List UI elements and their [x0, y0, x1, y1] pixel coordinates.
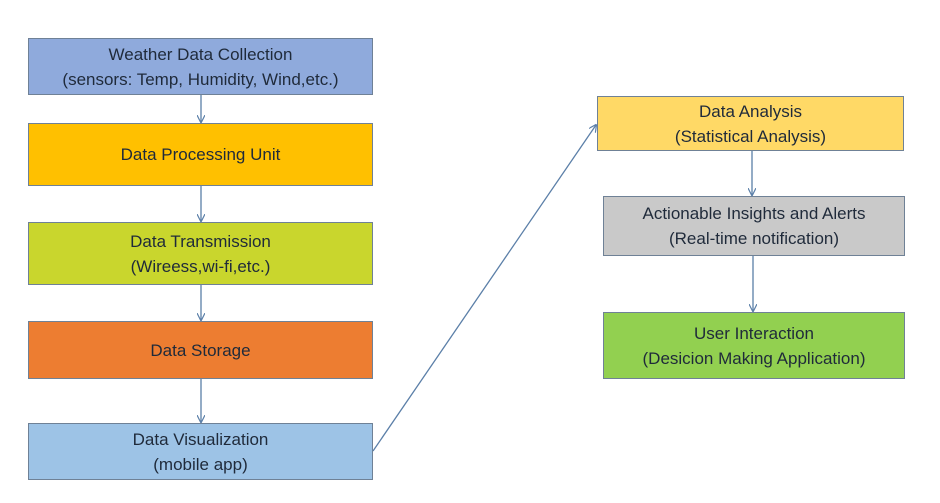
node-title: Weather Data Collection — [108, 44, 293, 64]
node-subtitle: (sensors: Temp, Humidity, Wind,etc.) — [62, 69, 339, 89]
node-subtitle: (mobile app) — [153, 454, 248, 474]
node-title: Data Storage — [150, 340, 251, 360]
user-interaction-box: User Interaction (Desicion Making Applic… — [603, 312, 905, 379]
data-transmission-box: Data Transmission (Wireess,wi-fi,etc.) — [28, 222, 373, 285]
node-title: User Interaction — [694, 323, 814, 343]
node-title: Data Processing Unit — [120, 145, 281, 164]
node-subtitle: (Real-time notification) — [668, 229, 840, 248]
weather-data-collection-box: Weather Data Collection (sensors: Temp, … — [28, 38, 373, 95]
data-analysis-box: Data Analysis (Statistical Analysis) — [597, 96, 904, 151]
node-title: Actionable Insights and Alerts — [642, 204, 866, 223]
actionable-insights-box: Actionable Insights and Alerts (Real-tim… — [603, 196, 905, 256]
data-processing-unit-box: Data Processing Unit — [28, 123, 373, 186]
node-subtitle: (Statistical Analysis) — [674, 126, 827, 146]
arrow-visualization-to-analysis — [372, 125, 596, 452]
node-title: Data Visualization — [132, 429, 269, 449]
data-storage-box: Data Storage — [28, 321, 373, 379]
node-title: Data Analysis — [699, 101, 802, 121]
node-subtitle: (Wireess,wi-fi,etc.) — [130, 256, 271, 276]
node-subtitle: (Desicion Making Application) — [642, 348, 866, 368]
data-visualization-box: Data Visualization (mobile app) — [28, 423, 373, 480]
node-title: Data Transmission — [130, 231, 271, 251]
